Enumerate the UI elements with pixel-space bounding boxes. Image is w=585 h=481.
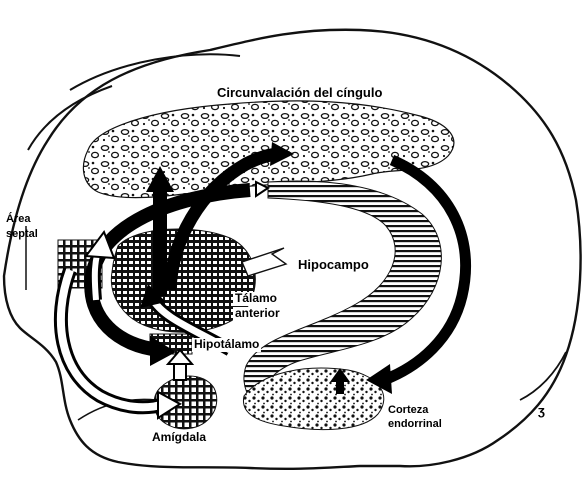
label-thalamus-line1: Tálamo xyxy=(233,292,279,306)
label-entorhinal-line2: endorrinal xyxy=(388,418,442,431)
thalamus-spike xyxy=(242,248,286,276)
label-septal-line1: Área xyxy=(6,213,30,226)
label-entorhinal-line1: Corteza xyxy=(388,404,428,417)
label-cingulate: Circunvalación del cíngulo xyxy=(217,86,382,101)
label-hypothalamus: Hipotálamo xyxy=(192,338,261,352)
label-septal-line2: septal xyxy=(6,228,38,241)
label-hippocampus: Hipocampo xyxy=(296,258,371,273)
corner-mark: ʒ xyxy=(538,404,545,419)
label-amygdala: Amígdala xyxy=(152,431,206,445)
label-thalamus-line2: anterior xyxy=(233,307,282,321)
sulcus-right xyxy=(520,352,566,400)
sulcus-upper xyxy=(70,54,240,90)
